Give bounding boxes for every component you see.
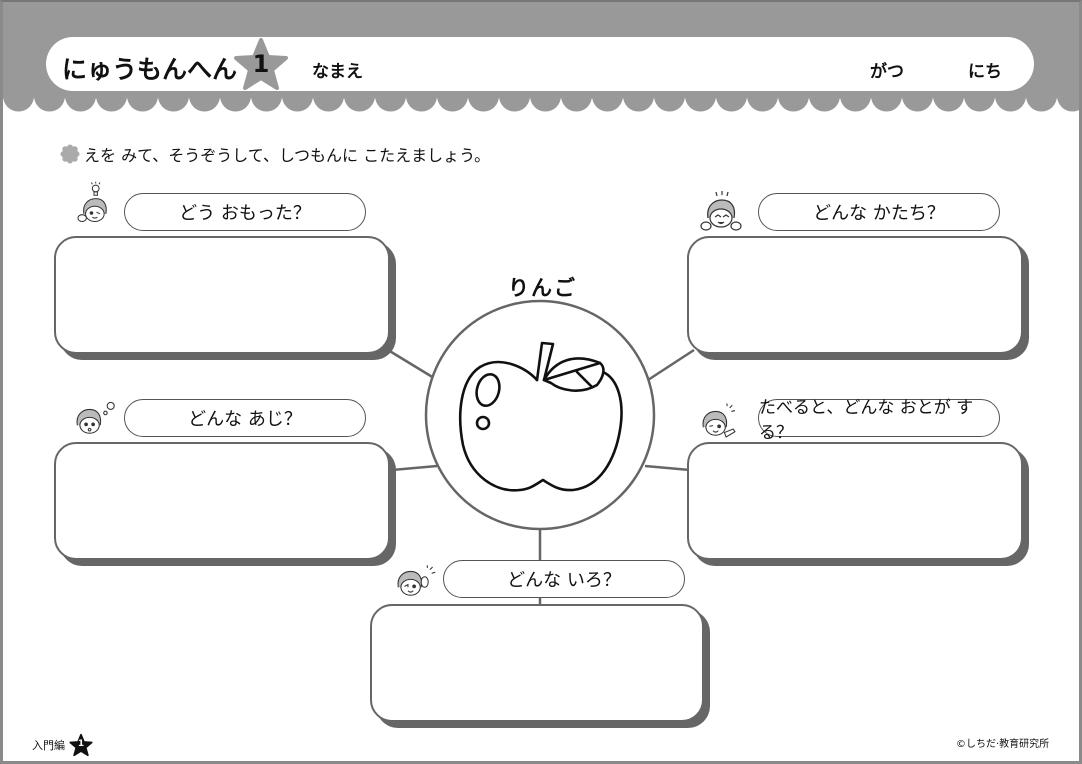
- level-name: 入門編: [32, 739, 65, 752]
- footer-level: 入門編 1: [32, 733, 93, 757]
- answer-box-feeling[interactable]: [54, 236, 390, 354]
- flower-icon: [60, 144, 80, 164]
- day-field-label: にち: [968, 62, 1002, 82]
- question-label: どんな あじ？: [188, 409, 302, 430]
- apple-icon: [458, 341, 623, 492]
- answer-box-color[interactable]: [370, 604, 704, 722]
- copyright: ©しちだ·教育研究所: [956, 739, 1050, 750]
- mascot-thinking-icon: [76, 401, 115, 434]
- answer-box-sound[interactable]: [687, 442, 1023, 560]
- question-label: どう おもった？: [179, 203, 311, 224]
- title-bar: [46, 37, 1034, 91]
- footer-star-icon: 1: [69, 733, 93, 757]
- month-field-label: がつ: [870, 62, 904, 82]
- question-bubble-feeling: どう おもった？: [124, 193, 366, 231]
- name-field-label: なまえ: [312, 62, 363, 82]
- mascot-lightbulb-icon: [77, 181, 107, 222]
- level-number: 1: [252, 50, 270, 78]
- instruction-text: えを みて、そうぞうして、しつもんに こたえましょう。: [84, 146, 491, 165]
- question-bubble-sound: たべると、どんな おとが する？: [758, 398, 1000, 443]
- mascot-pointing-icon: [702, 403, 736, 438]
- answer-box-taste[interactable]: [54, 442, 390, 560]
- scalloped-edge: [3, 96, 1079, 112]
- answer-box-shape[interactable]: [687, 236, 1023, 354]
- footer-level-number: 1: [77, 739, 85, 749]
- question-label: たべると、どんな おとが する？: [759, 398, 974, 443]
- instruction: えを みて、そうぞうして、しつもんに こたえましょう。: [60, 142, 490, 166]
- mascot-wink-icon: [397, 565, 436, 596]
- question-label: どんな かたち？: [813, 203, 945, 224]
- question-bubble-taste: どんな あじ？: [124, 399, 366, 437]
- worksheet-title: にゅうもんへん: [62, 55, 238, 84]
- center-label: りんご: [508, 276, 577, 300]
- question-bubble-color: どんな いろ？: [443, 560, 685, 598]
- star-badge-icon: [234, 38, 288, 90]
- center-circle: [424, 299, 656, 531]
- question-bubble-shape: どんな かたち？: [758, 193, 1000, 231]
- question-label: どんな いろ？: [507, 570, 621, 591]
- mascot-cheering-icon: [700, 191, 742, 231]
